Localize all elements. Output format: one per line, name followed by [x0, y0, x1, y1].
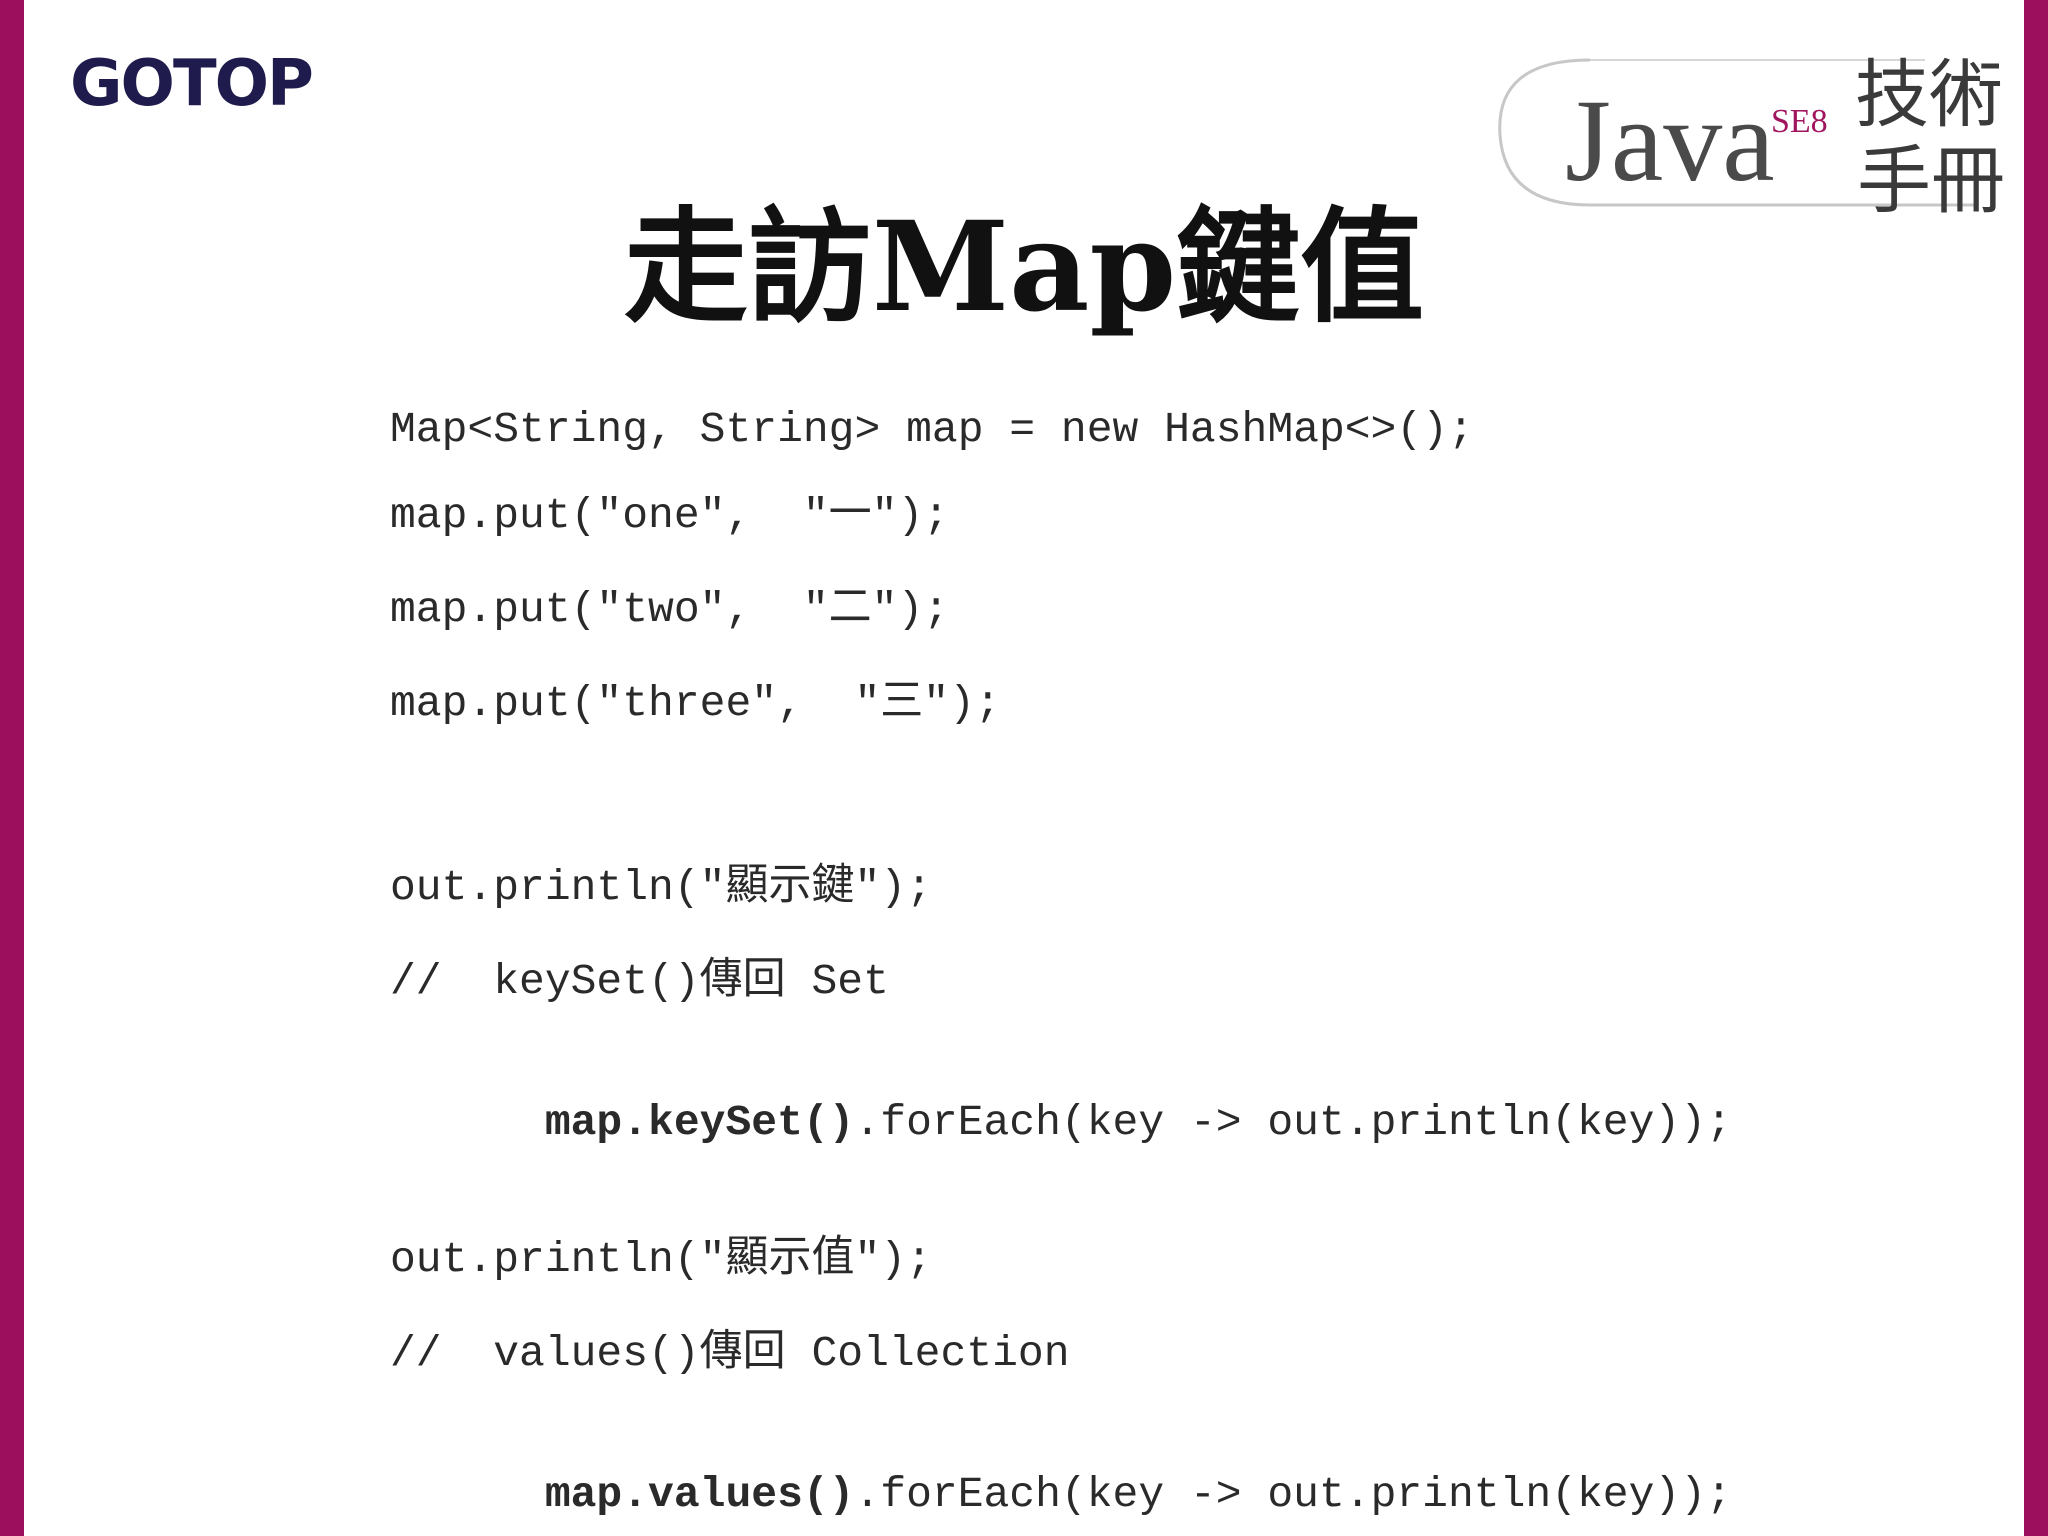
left-accent-bar — [0, 0, 24, 1536]
java-se8-book-logo: Java SE8 技術 手冊 — [1495, 20, 2025, 225]
code-line-10: map.values().forEach(key -> out.println(… — [390, 1430, 1732, 1536]
slide-title: 走訪Map鍵值 — [0, 199, 2048, 336]
code-line-7: map.keySet().forEach(key -> out.println(… — [390, 1058, 1732, 1187]
code-line-4: map.put("three", "三"); — [390, 679, 1001, 728]
code-line-2: map.put("one", "一"); — [390, 491, 950, 540]
code-line-6: // keySet()傳回 Set — [390, 957, 889, 1006]
code-line-10-rest: .forEach(key -> out.println(key)); — [854, 1470, 1732, 1519]
java-brand: Java — [1565, 75, 1775, 206]
code-line-3: map.put("two", "二"); — [390, 585, 950, 634]
title-latin: Map — [871, 195, 1177, 340]
gotop-logo: GOTOP — [70, 47, 314, 121]
se8-edition: SE8 — [1771, 103, 1828, 140]
series-cjk-2: 手冊 — [1857, 138, 2005, 224]
code-line-1: Map<String, String> map = new HashMap<>(… — [390, 405, 1474, 454]
title-cjk-1: 走訪 — [623, 196, 872, 340]
code-line-7-rest: .forEach(key -> out.println(key)); — [854, 1098, 1732, 1147]
series-cjk-1: 技術 — [1855, 52, 2003, 138]
code-line-5: out.println("顯示鍵"); — [390, 863, 932, 912]
code-line-8: out.println("顯示值"); — [390, 1235, 932, 1284]
code-line-10-bold: map.values() — [544, 1470, 855, 1519]
code-line-9: // values()傳回 Collection — [390, 1329, 1070, 1378]
code-line-7-bold: map.keySet() — [544, 1098, 855, 1147]
right-accent-bar — [2024, 0, 2048, 1536]
title-cjk-2: 鍵值 — [1176, 196, 1425, 340]
